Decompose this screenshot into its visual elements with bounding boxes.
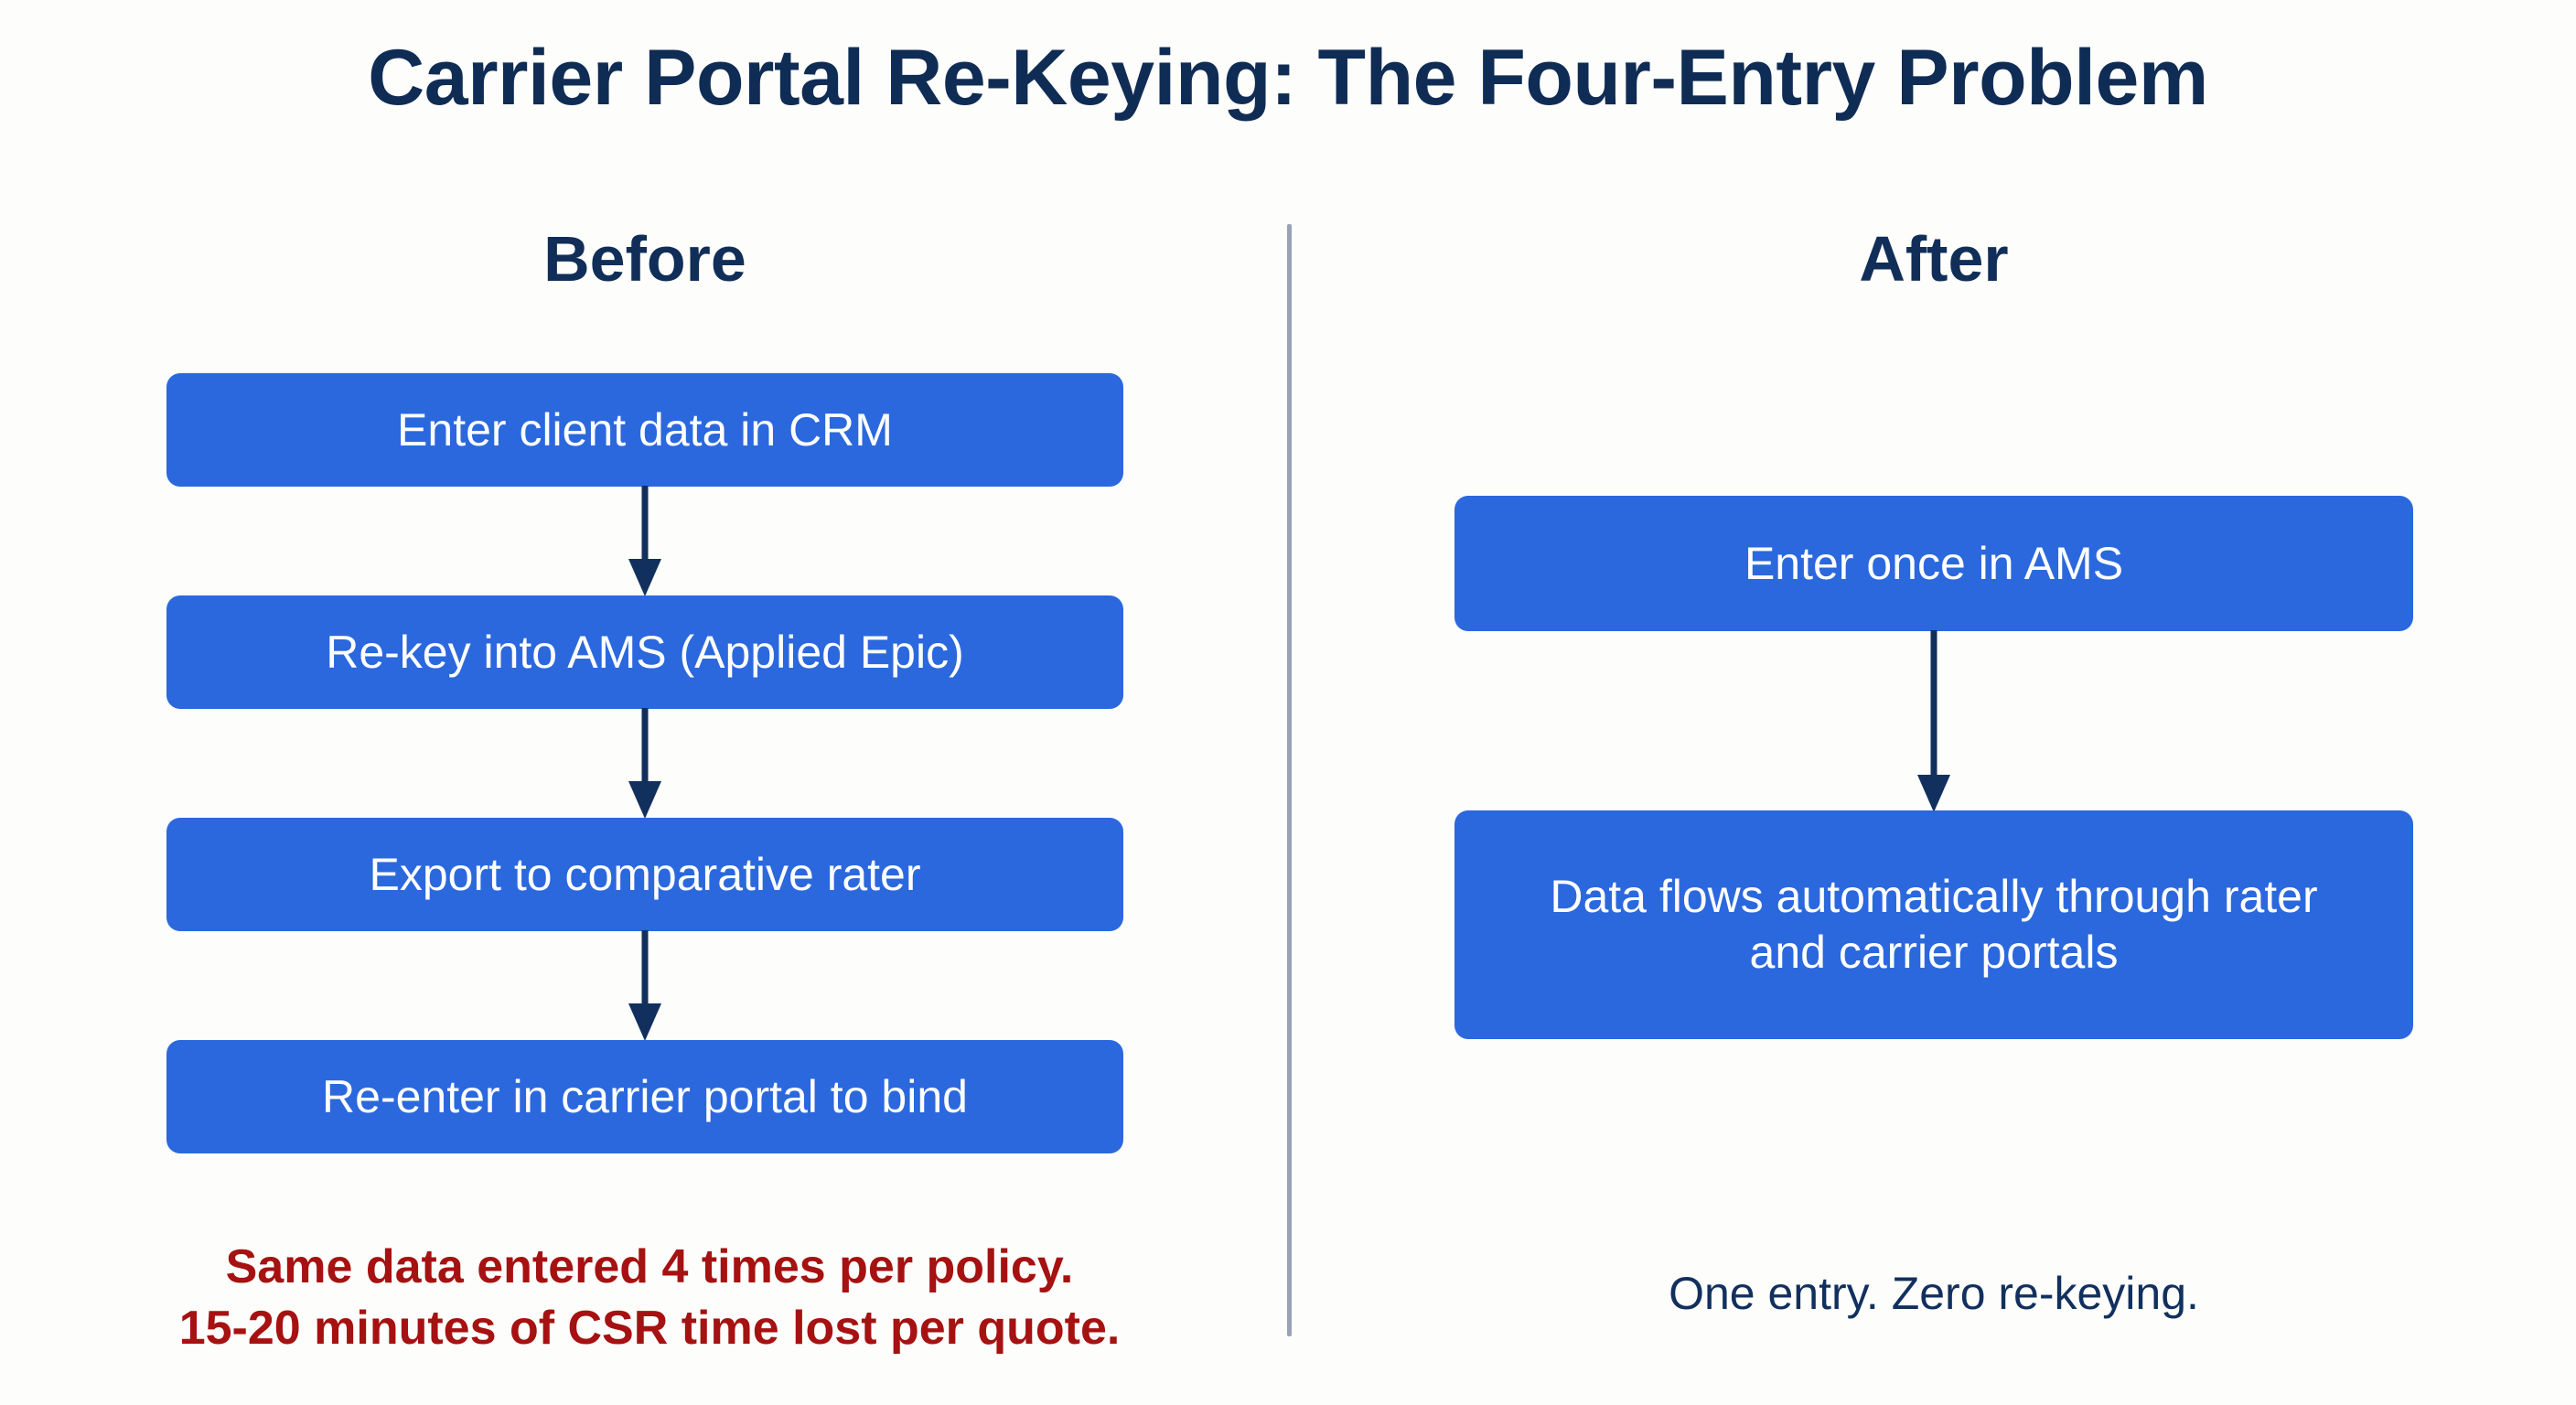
after-step-label-1: Enter once in AMS [1744, 537, 2124, 589]
before-step-label-4: Re-enter in carrier portal to bind [322, 1070, 968, 1122]
after-caption: One entry. Zero re-keying. [1454, 1264, 2413, 1323]
before-step-box-3: Export to comparative rater [166, 818, 1123, 931]
before-step-box-4: Re-enter in carrier portal to bind [166, 1040, 1123, 1153]
before-step-label-3: Export to comparative rater [369, 848, 921, 900]
down-arrow-icon [617, 708, 672, 819]
after-step-box-1: Enter once in AMS [1454, 496, 2413, 631]
before-step-label-2: Re-key into AMS (Applied Epic) [326, 626, 964, 678]
after-caption-line-1: One entry. Zero re-keying. [1669, 1268, 2199, 1319]
before-caption: Same data entered 4 times per policy. 15… [55, 1237, 1244, 1358]
before-caption-line-2: 15-20 minutes of CSR time lost per quote… [178, 1301, 1121, 1355]
after-step-box-2: Data flows automatically through rater a… [1454, 810, 2413, 1039]
after-column-heading: After [1859, 223, 2009, 295]
down-arrow-icon [617, 486, 672, 596]
before-column-heading: Before [543, 223, 746, 295]
page-title: Carrier Portal Re-Keying: The Four-Entry… [368, 34, 2208, 122]
down-arrow-icon [1906, 630, 1961, 812]
before-caption-line-1: Same data entered 4 times per policy. [225, 1240, 1074, 1293]
before-step-label-1: Enter client data in CRM [397, 403, 893, 456]
after-step-label-2: Data flows automatically through rater a… [1550, 871, 2318, 978]
column-divider [1287, 224, 1292, 1336]
before-step-box-2: Re-key into AMS (Applied Epic) [166, 595, 1123, 709]
down-arrow-icon [617, 930, 672, 1041]
before-step-box-1: Enter client data in CRM [166, 373, 1123, 487]
